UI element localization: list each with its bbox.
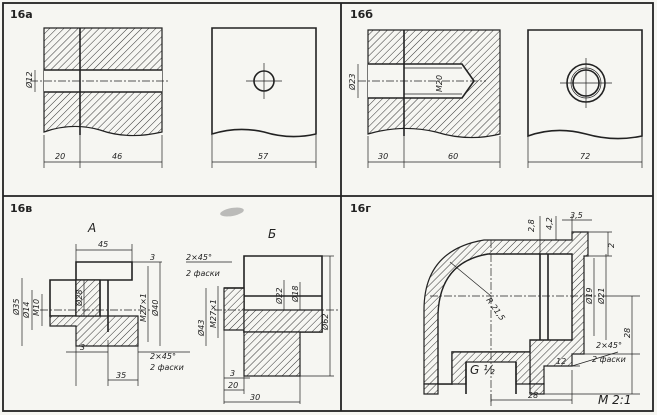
panel-16a: 16а 20 46 Ø12 57 bbox=[10, 8, 317, 168]
dim-b-l2: 20 bbox=[228, 381, 238, 390]
dim-b-chamfer-note: 2 фаски bbox=[186, 269, 220, 278]
view-a-letter: А bbox=[87, 221, 96, 235]
dim-g-chamfer: 2×45° bbox=[596, 341, 622, 350]
dim-g-d2: Ø21 bbox=[596, 288, 606, 305]
ink-smudge bbox=[220, 207, 244, 217]
dim-16b-w1: 30 bbox=[378, 152, 388, 161]
dim-b-d1: Ø43 bbox=[196, 320, 206, 337]
dim-a-chamfer-note: 2 фаски bbox=[150, 363, 184, 372]
panel-16b: 16б M20 Ø23 30 60 72 bbox=[347, 8, 643, 168]
dim-16a-w2: 46 bbox=[112, 152, 122, 161]
dim-a-gap2: 3 bbox=[80, 343, 85, 352]
dim-g-chamfer-note: 2 фаски bbox=[592, 355, 626, 364]
dim-b-d2: M27×1 bbox=[209, 299, 218, 328]
dim-a-len: 45 bbox=[98, 240, 108, 249]
panel-label-16a: 16а bbox=[10, 8, 33, 21]
dim-b-d4: Ø18 bbox=[290, 286, 300, 303]
view-16a-side bbox=[211, 27, 317, 138]
scale-label: M 2:1 bbox=[598, 393, 631, 407]
dim-g-thread: G ½ bbox=[470, 363, 495, 377]
dim-g-s1: 12 bbox=[556, 357, 566, 366]
dim-a-d6: Ø40 bbox=[150, 300, 160, 317]
dim-a-len2: 35 bbox=[116, 371, 126, 380]
dim-a-d2: Ø14 bbox=[21, 302, 31, 319]
panel-label-16b: 16б bbox=[350, 8, 373, 21]
dim-16a-w1: 20 bbox=[55, 152, 65, 161]
dim-g-t2: 4,2 bbox=[545, 217, 554, 230]
dim-16a-dia: Ø12 bbox=[24, 72, 34, 89]
dim-g-d1: Ø19 bbox=[584, 288, 594, 305]
dim-a-gap: 3 bbox=[150, 253, 155, 262]
dim-a-chamfer: 2×45° bbox=[150, 352, 176, 361]
dim-16b-thread: M20 bbox=[435, 75, 444, 92]
dim-a-d1: Ø35 bbox=[11, 299, 21, 316]
dim-a-d4: Ø28 bbox=[74, 290, 84, 307]
dim-a-d3: M10 bbox=[32, 299, 41, 316]
panel-label-16v: 16в bbox=[10, 202, 32, 215]
dim-g-t1: 2,8 bbox=[527, 219, 536, 232]
dim-b-d5: Ø62 bbox=[320, 314, 330, 331]
view-16b-side bbox=[527, 29, 643, 140]
panel-label-16g: 16г bbox=[350, 202, 371, 215]
dim-16a-w3: 57 bbox=[258, 152, 269, 161]
dim-g-t3: 3,5 bbox=[570, 211, 583, 220]
dim-16b-w2: 60 bbox=[448, 152, 458, 161]
dim-b-chamfer: 2×45° bbox=[186, 253, 212, 262]
dim-16b-w3: 72 bbox=[580, 152, 590, 161]
dim-a-d5: M27×1 bbox=[139, 293, 148, 322]
dim-g-h: 28 bbox=[623, 328, 632, 338]
dim-b-l1: 3 bbox=[230, 369, 235, 378]
view-b: Б 2×45° 2 фаски Ø43 M27×1 Ø22 Ø18 Ø62 bbox=[186, 227, 340, 404]
panel-16v: 16в А 45 3 Ø35 Ø14 M10 Ø28 bbox=[10, 202, 340, 404]
dim-g-t4: 2 bbox=[607, 243, 616, 248]
dim-g-w: 28 bbox=[528, 391, 538, 400]
dim-b-l3: 30 bbox=[250, 393, 260, 402]
view-a: А 45 3 Ø35 Ø14 M10 Ø28 M27×1 bbox=[11, 221, 190, 386]
view-b-letter: Б bbox=[268, 227, 276, 241]
dim-16b-dia: Ø23 bbox=[347, 74, 357, 91]
dim-b-d3: Ø22 bbox=[274, 288, 284, 305]
panel-16g: 16г R 21,5 G ½ 2,8 4,2 3,5 2 Ø19 Ø21 bbox=[350, 202, 640, 407]
